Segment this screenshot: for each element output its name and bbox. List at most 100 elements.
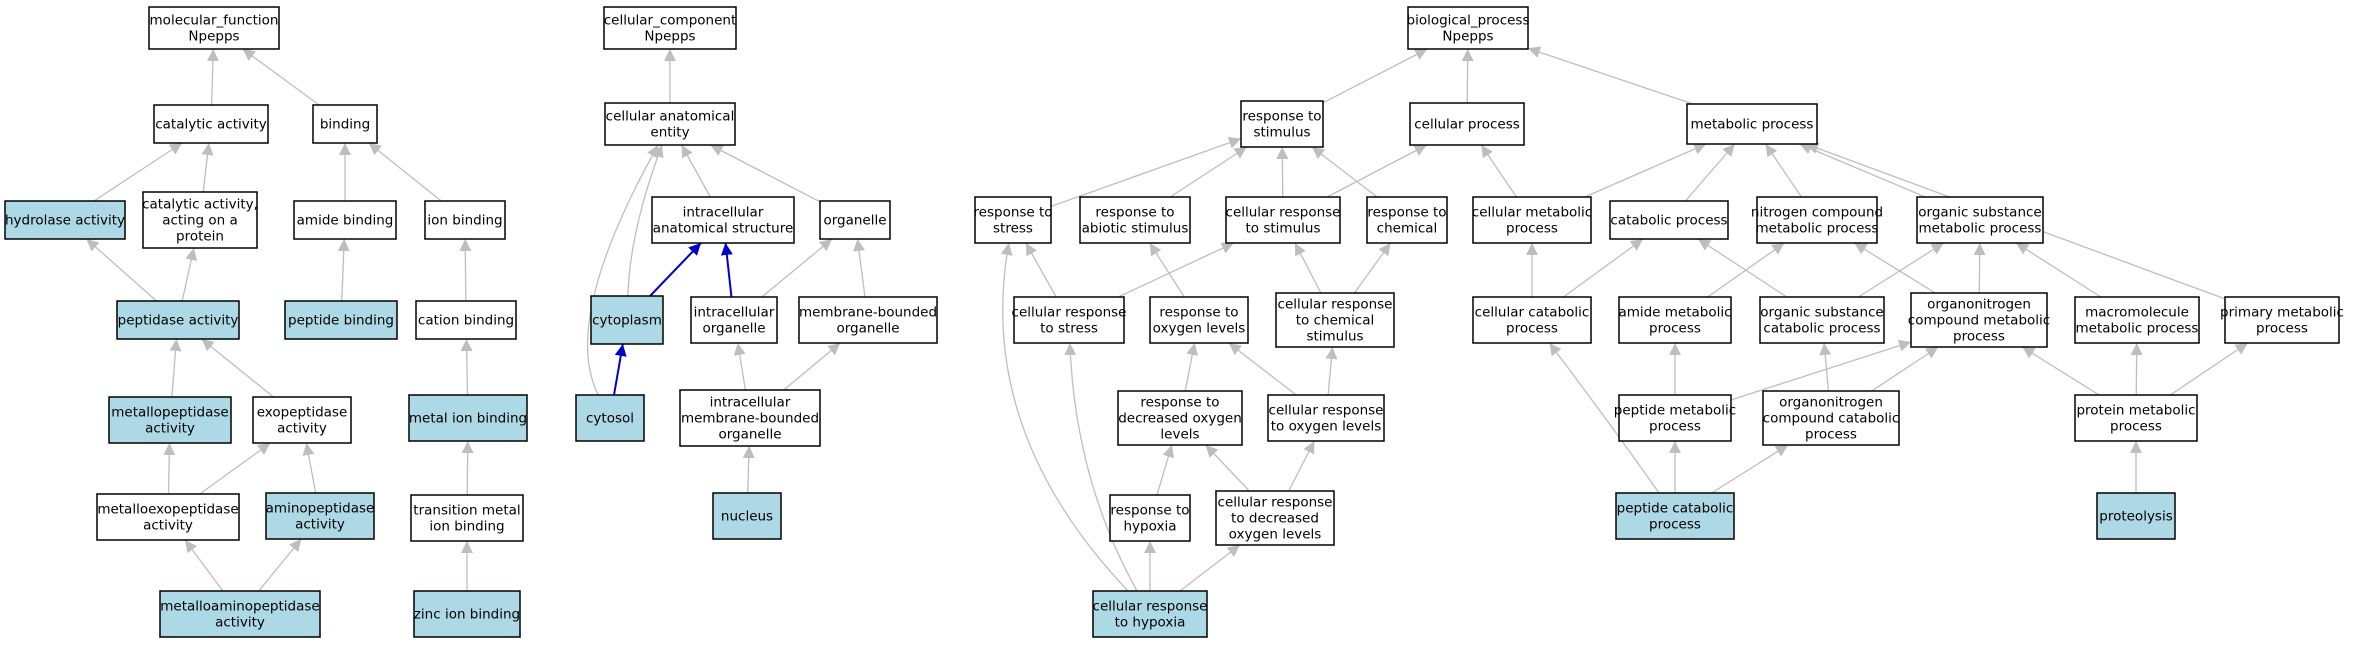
node-nucleus[interactable]: nucleus [712,492,782,540]
node-box [590,295,664,345]
edge-cation_binding-to-ion_binding [459,238,472,302]
edge-organonitrogen_metab-to-nitrogen_metab [1853,242,1936,294]
node-cytoplasm[interactable]: cytoplasm [590,295,664,345]
edge-resp_oxygen-to-resp_abiotic [1149,242,1185,298]
node-metab-process[interactable]: metabolic process [1686,103,1818,145]
node-label-line: cellular metabolic [1472,205,1592,221]
edge-peptide_catab-to-cell_catab [1548,342,1660,494]
edge-cat_protein-to-catalytic [201,142,214,193]
edge-ion_binding-to-binding [368,142,442,202]
node-box [410,494,524,542]
node-label-line: activity [295,517,345,533]
edge-protein_metab-to-organonitrogen_metab [2021,346,2100,396]
node-label-line: peptide binding [288,313,394,329]
node-label-line: catalytic activity [155,117,267,133]
node-box [159,590,321,638]
edge-cell_resp_oxygen-to-cell_resp_chem [1325,346,1338,396]
node-cell-process[interactable]: cellular process [1409,102,1525,146]
node-label-line: process [2110,419,2162,435]
edge-catab_process-to-metab_process [1684,143,1736,202]
node-amide-binding[interactable]: amide binding [293,200,397,240]
node-ion-binding[interactable]: ion binding [424,200,506,240]
node-label-line: cellular response [1226,205,1341,221]
node-zinc[interactable]: zinc ion binding [413,590,521,638]
node-label-line: to stress [1040,321,1098,337]
node-label-line: response to [1095,205,1174,221]
node-label-line: cytosol [586,411,634,427]
node-catab-process[interactable]: catabolic process [1609,200,1729,240]
node-metal-ion[interactable]: metal ion binding [408,394,528,442]
node-hydrolase[interactable]: hydrolase activity [4,200,126,240]
node-binding[interactable]: binding [312,104,378,144]
node-cation-binding[interactable]: cation binding [415,300,517,340]
node-label-line: hydrolase activity [5,213,125,229]
node-label-line: biological_process [1407,13,1530,29]
edge-resp_stimulus-to-bp_root [1322,48,1428,104]
node-box [1267,394,1385,442]
node-label-line: nucleus [721,509,773,525]
node-box [284,300,398,340]
node-box [1366,196,1448,244]
node-proteolysis[interactable]: proteolysis [2096,492,2176,540]
node-box [1910,292,2048,348]
node-label-line: to hypoxia [1115,615,1186,631]
edge-binding-to-mf_root [242,48,320,106]
node-box [1275,292,1395,348]
node-peptidase[interactable]: peptidase activity [116,300,240,340]
node-label-line: process [1953,329,2005,345]
node-label-line: levels [1160,427,1199,443]
node-label-line: compound metabolic [1908,313,2050,329]
node-label-line: stimulus [1306,329,1363,345]
node-box [1762,390,1900,446]
node-label-line: intracellular [694,305,775,321]
node-peptide-binding[interactable]: peptide binding [284,300,398,340]
node-cytosol[interactable]: cytosol [575,394,645,442]
node-organelle[interactable]: organelle [819,200,891,240]
edge-transition_metal-to-metal_ion [461,440,474,496]
node-catalytic[interactable]: catalytic activity [153,104,269,144]
node-box [1686,103,1818,145]
node-box [1013,296,1125,344]
